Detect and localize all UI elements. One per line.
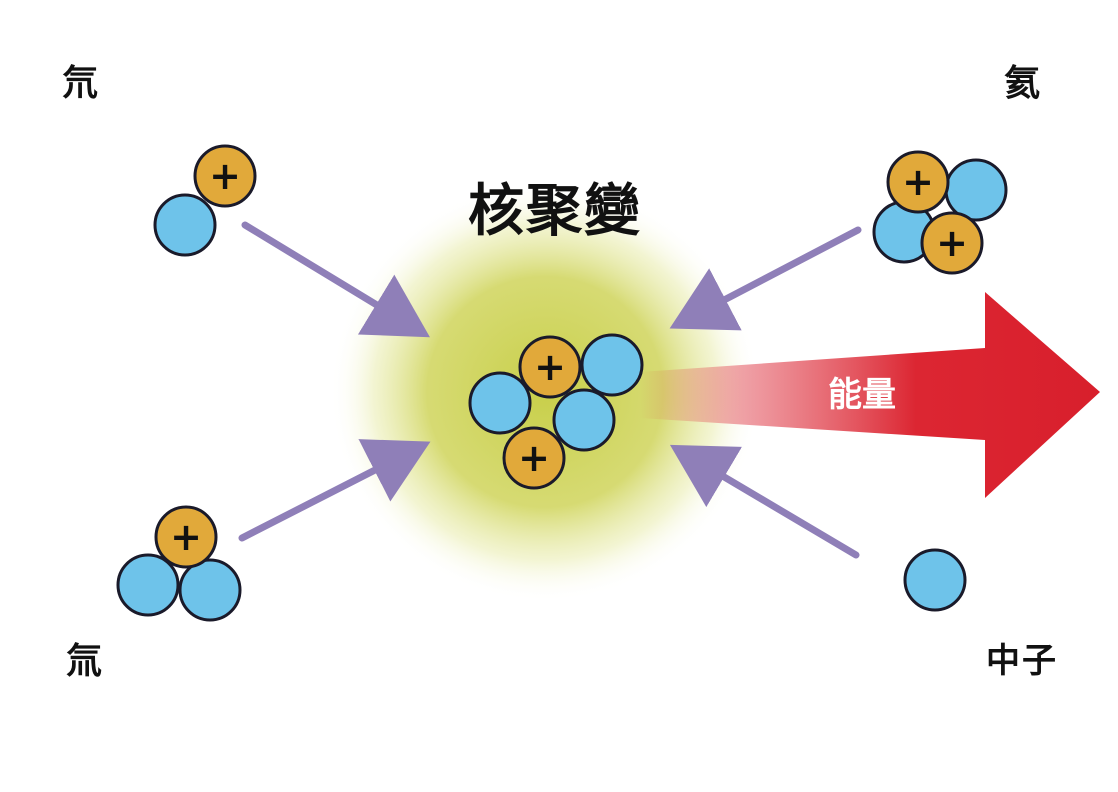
neutron-circle	[903, 548, 967, 612]
label-helium: 氦	[1004, 63, 1041, 104]
neutron-circle	[944, 158, 1008, 222]
diagram-title: 核聚變	[468, 179, 642, 244]
neutron-circle	[468, 371, 532, 435]
energy-label: 能量	[828, 375, 896, 415]
proton-helium: +	[886, 150, 950, 214]
proton-circle	[920, 211, 984, 275]
proton-tritium: +	[154, 505, 218, 569]
plus-sign: +	[209, 154, 241, 198]
neutron-deuterium	[153, 193, 217, 257]
neutron-circle	[116, 553, 180, 617]
neutron-circle	[580, 333, 644, 397]
arrow-deuterium	[241, 221, 430, 338]
plus-sign: +	[902, 160, 934, 204]
neutron-nucleus	[580, 333, 644, 397]
proton-circle	[154, 505, 218, 569]
plus-sign: +	[936, 221, 968, 265]
energy-arrow	[640, 292, 1100, 498]
arrow-neutron	[669, 444, 860, 559]
label-neutron: 中子	[986, 641, 1058, 681]
neutron-free-neutron	[903, 548, 967, 612]
plus-sign: +	[170, 515, 202, 559]
neutron-tritium	[178, 558, 242, 622]
neutron-helium	[944, 158, 1008, 222]
proton-nucleus: +	[518, 335, 582, 399]
arrow-tritium	[238, 439, 431, 542]
neutron-circle	[178, 558, 242, 622]
neutron-tritium	[116, 553, 180, 617]
neutron-circle	[153, 193, 217, 257]
plus-sign: +	[534, 345, 566, 389]
neutron-nucleus	[552, 388, 616, 452]
proton-circle	[502, 426, 566, 490]
label-deuterium: 氘	[62, 63, 99, 104]
label-tritium: 氚	[66, 641, 103, 682]
proton-nucleus: +	[502, 426, 566, 490]
plus-sign: +	[518, 436, 550, 480]
neutron-circle	[552, 388, 616, 452]
proton-deuterium: +	[193, 144, 257, 208]
particles: ++++++	[116, 144, 1008, 622]
arrow-helium	[669, 226, 862, 331]
reaction-arrows	[238, 221, 862, 559]
proton-circle	[886, 150, 950, 214]
proton-helium: +	[920, 211, 984, 275]
neutron-nucleus	[468, 371, 532, 435]
proton-circle	[193, 144, 257, 208]
proton-circle	[518, 335, 582, 399]
